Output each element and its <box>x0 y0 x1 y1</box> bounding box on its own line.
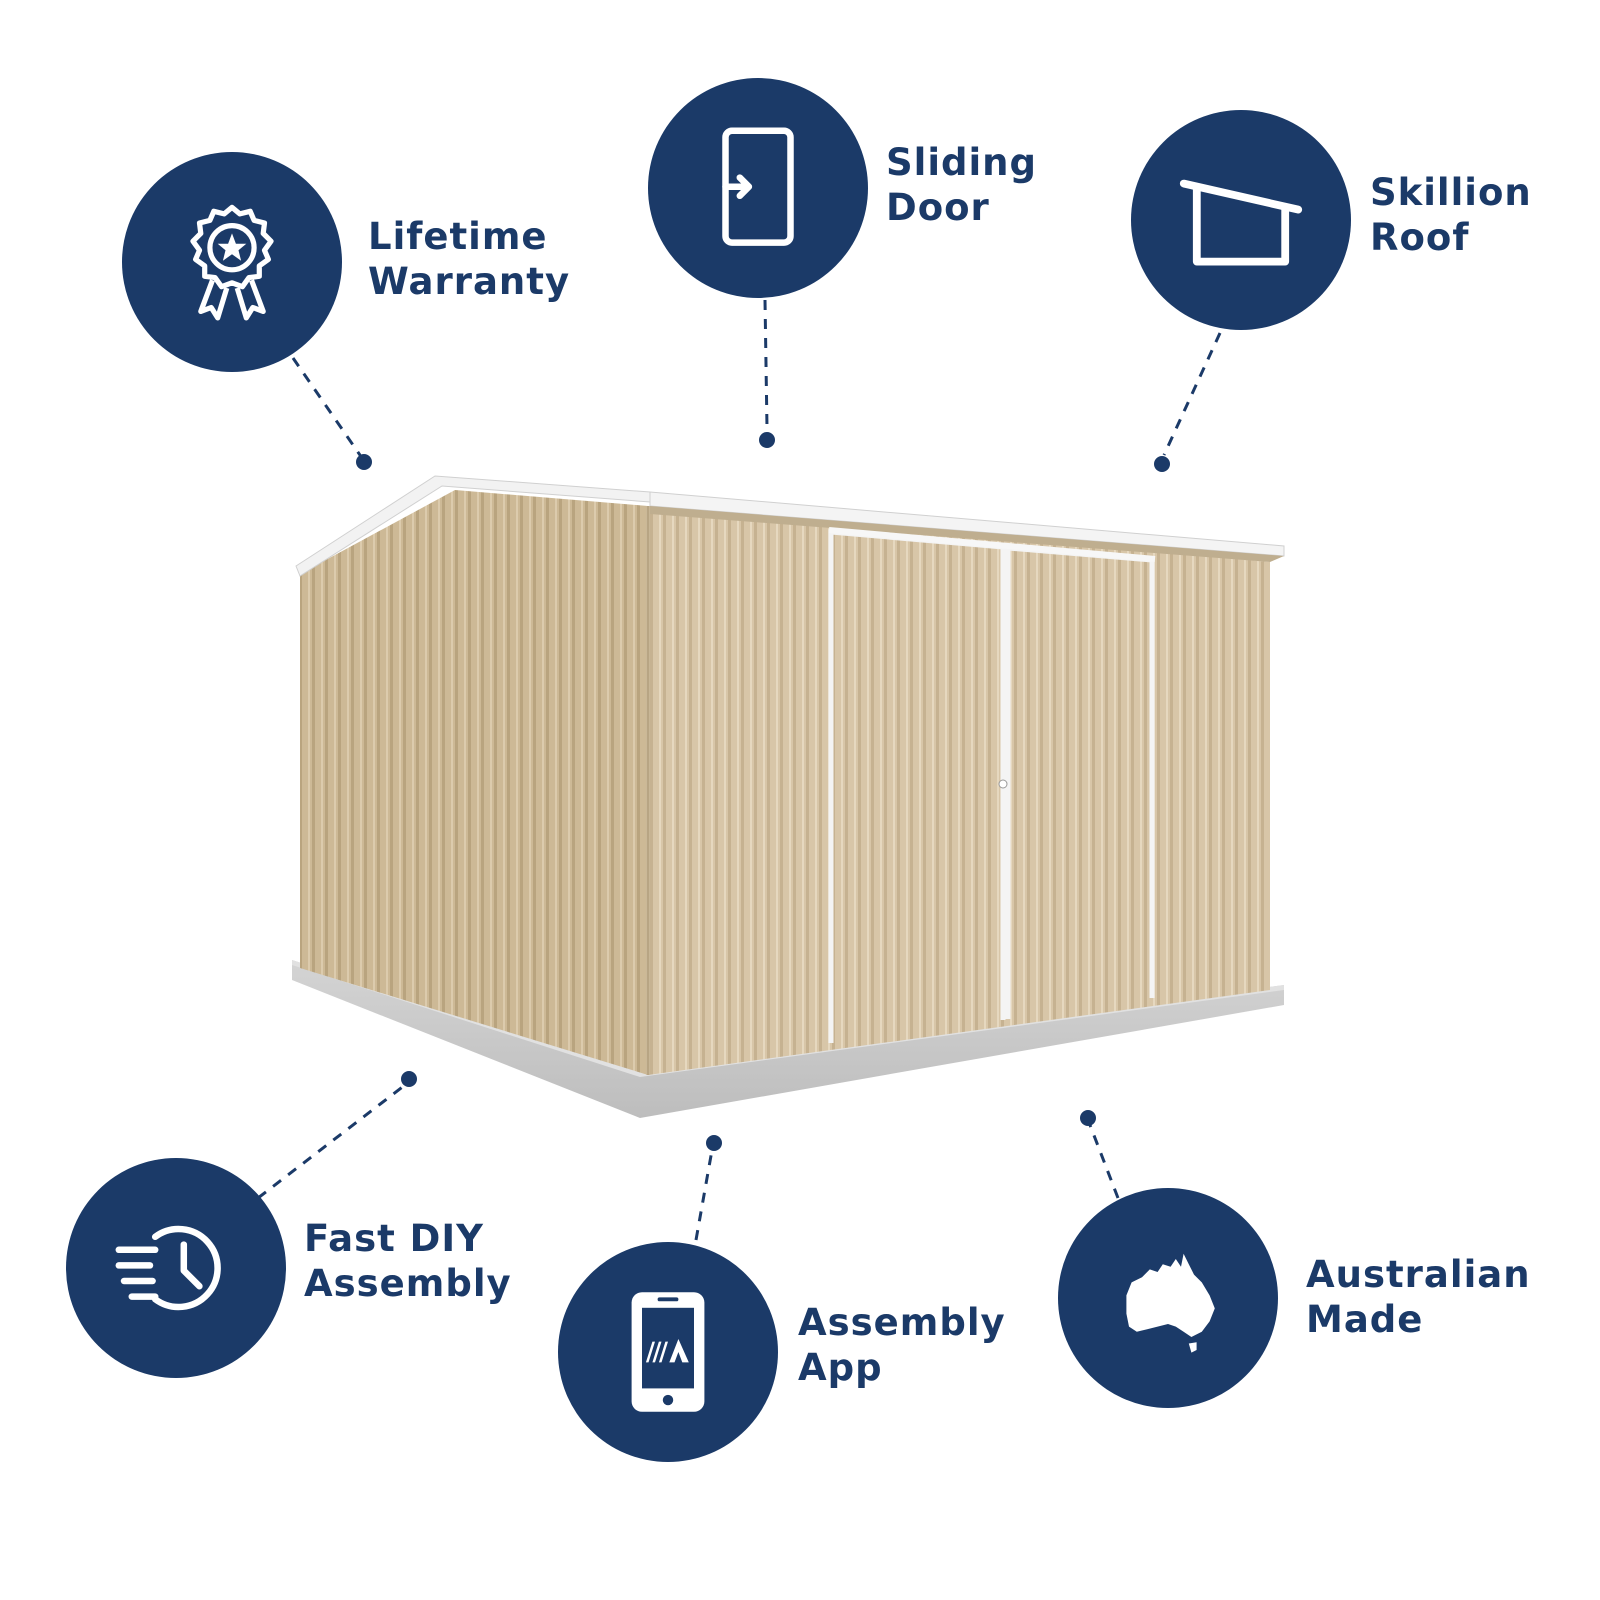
connector-app <box>694 1149 714 1241</box>
assembly-app-label: Assembly App <box>798 1301 1006 1389</box>
sliding-door-badge <box>648 78 868 298</box>
sliding-door-label: Sliding Door <box>886 141 1038 229</box>
fast-diy-label: Fast DIY Assembly <box>304 1217 512 1305</box>
fast-diy-badge <box>66 1158 286 1378</box>
australia-map-icon <box>1126 1253 1215 1353</box>
warranty-badge <box>122 152 342 372</box>
shed-front-wall <box>648 506 1270 1075</box>
connector-diy <box>257 1083 406 1200</box>
award-ribbon-star-icon <box>190 204 274 321</box>
connector-warranty <box>291 357 364 459</box>
skillion-roof-icon <box>1179 179 1303 266</box>
connector-lines <box>257 299 1222 1241</box>
connector-made <box>1088 1124 1120 1199</box>
warranty-label: Lifetime Warranty <box>368 215 571 303</box>
skillion-roof-badge <box>1131 110 1351 330</box>
fast-clock-icon <box>115 1225 221 1311</box>
concrete-slab <box>292 960 1284 1118</box>
australian-made-label: Australian Made <box>1306 1253 1531 1341</box>
australian-made-badge <box>1058 1188 1278 1408</box>
door-handle <box>998 779 1008 789</box>
smartphone-app-icon <box>631 1292 705 1412</box>
assembly-app-badge <box>558 1242 778 1462</box>
sliding-door-icon <box>722 127 794 246</box>
connector-door <box>763 299 769 429</box>
connector-dots <box>356 432 1170 1151</box>
skillion-roof-label: Skillion Roof <box>1370 171 1532 259</box>
shed-side-wall <box>300 490 648 1075</box>
connector-roof <box>1162 332 1222 456</box>
